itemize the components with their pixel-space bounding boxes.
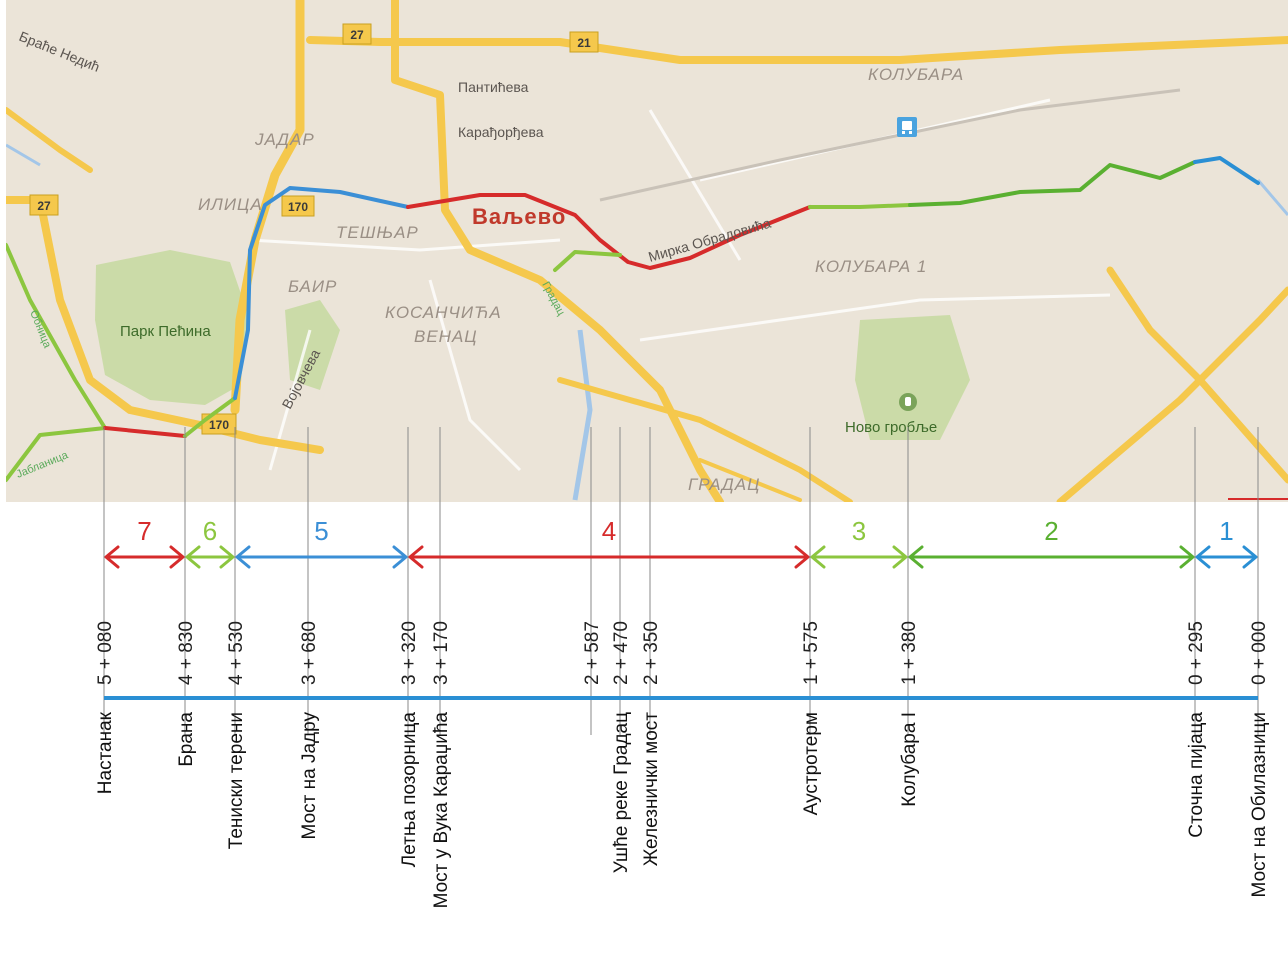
- place-label: Железнички мост: [641, 712, 662, 867]
- road-shield-170-north: [281, 195, 315, 217]
- segment-6-path: [183, 396, 237, 438]
- place-label: Настанак: [95, 711, 116, 794]
- segment-arrows: [104, 545, 1258, 569]
- segment-number-4: 4: [602, 516, 616, 546]
- jablanica-tributary: [6, 426, 107, 482]
- district-ilica: ИЛИЦА: [198, 195, 263, 214]
- chainage-label: 2 + 587: [582, 621, 603, 685]
- river-segments: [6, 156, 1260, 482]
- city-label-valjevo: Ваљево: [472, 204, 566, 229]
- chainage-label: 2 + 350: [641, 621, 662, 685]
- segment-number-6: 6: [203, 516, 217, 546]
- chainage-label: 1 + 575: [801, 621, 822, 685]
- road-number: 27: [350, 28, 364, 42]
- place-label: Аустротерм: [801, 712, 822, 815]
- segment-1-path: [1193, 156, 1260, 185]
- park-label-pecina: Парк Пећина: [120, 323, 211, 340]
- place-label: Колубара I: [899, 712, 920, 807]
- kolubara-outflow: [1256, 179, 1288, 216]
- street-panticeva: Пантићева: [458, 79, 529, 95]
- segment-2-path: [908, 160, 1197, 207]
- gradac-segment: [553, 250, 622, 272]
- gradac-stream: [572, 329, 593, 501]
- chainage-label: 4 + 830: [176, 621, 197, 685]
- map-panel: 27 21 27 170 170 Браће Недић Панти: [6, 0, 1288, 502]
- district-kosancica: КОСАНЧИЋА: [385, 303, 502, 322]
- segment-arrow-2: [908, 545, 1195, 569]
- park-pecina-area: [95, 250, 250, 405]
- railway-station-icon: [897, 117, 917, 137]
- segment-arrow-4: [408, 545, 810, 569]
- place-label: Сточна пијаца: [1186, 712, 1207, 838]
- chainage-label: 5 + 080: [95, 621, 116, 685]
- chainage-label: 1 + 380: [899, 621, 920, 685]
- segment-5-path: [233, 186, 410, 400]
- road-number: 170: [288, 200, 308, 214]
- segment-number-3: 3: [852, 516, 866, 546]
- segment-4-path: [406, 193, 812, 270]
- street-karadjordjeva: Карађорђева: [458, 124, 544, 140]
- district-tesnjar: ТЕШЊАР: [336, 223, 419, 242]
- obnica-outflow: [6, 143, 41, 167]
- park-label-novo-groblje: Ново гробље: [845, 419, 937, 436]
- obnica-tributary: [6, 243, 107, 430]
- segment-number-1: 1: [1219, 516, 1233, 546]
- segment-arrow-3: [810, 545, 908, 569]
- segment-number-7: 7: [137, 516, 151, 546]
- district-gradac: ГРАДАЦ: [688, 475, 760, 494]
- cemetery-icon: [899, 393, 917, 411]
- chainage-label: 4 + 530: [226, 621, 247, 685]
- segment-7-path: [103, 426, 187, 438]
- segment-number-2: 2: [1044, 516, 1058, 546]
- place-label: Тениски терени: [226, 712, 247, 849]
- chainage-label: 3 + 680: [299, 621, 320, 685]
- road-shield-27-north: [342, 23, 372, 45]
- place-label: Мост на Јадру: [299, 712, 320, 840]
- place-label: Брана: [176, 712, 197, 767]
- leader-lines: [103, 427, 1259, 735]
- chainage-label: 0 + 295: [1186, 621, 1207, 685]
- district-kolubara: КОЛУБАРА: [868, 65, 964, 84]
- place-label: Летња позорница: [399, 712, 420, 868]
- road-shield-21: [569, 31, 599, 53]
- place-label: Ушће реке Градац: [611, 712, 632, 873]
- road-number: 27: [37, 199, 51, 213]
- road-shield-27-west: [29, 194, 59, 216]
- place-label: Мост на Обилазници: [1249, 712, 1270, 897]
- segment-number-5: 5: [314, 516, 328, 546]
- district-bair: БАИР: [288, 277, 337, 296]
- segment-3-path: [808, 203, 912, 209]
- place-label: Мост у Вука Караџића: [431, 712, 452, 909]
- place-labels: Настанак Брана Тениски терени Мост на Јадру…: [95, 711, 1270, 908]
- cemetery-area: [855, 315, 970, 440]
- chainage-label: 3 + 170: [431, 621, 452, 685]
- chainage-labels: 5 + 080 4 + 830 4 + 530 3 + 680 3 + 320 3 + 1…: [95, 621, 1270, 685]
- segment-arrow-7: [104, 545, 185, 569]
- chainage-label: 2 + 470: [611, 621, 632, 685]
- district-kolubara-1: КОЛУБАРА 1: [815, 257, 927, 276]
- main-roads: [6, 0, 1288, 502]
- segment-numbers: 7 6 5 4 3 2 1: [137, 516, 1233, 546]
- chainage-label: 0 + 000: [1249, 621, 1270, 685]
- segment-arrow-5: [235, 545, 408, 569]
- road-shields: 27 21 27 170 170: [29, 23, 599, 435]
- segment-arrow-1: [1195, 545, 1258, 569]
- district-venac: ВЕНАЦ: [414, 327, 478, 346]
- road-number: 21: [577, 36, 591, 50]
- district-jadar: ЈАДАР: [254, 130, 315, 149]
- road-number: 170: [209, 418, 229, 432]
- chainage-label: 3 + 320: [399, 621, 420, 685]
- segment-arrow-6: [185, 545, 235, 569]
